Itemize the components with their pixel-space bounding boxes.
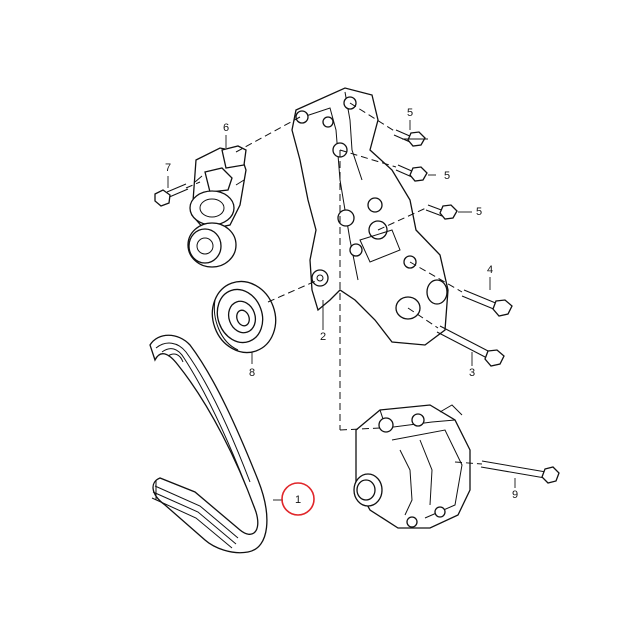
bracket-bolt-upper[interactable] (393, 129, 426, 147)
long-bolt-lower[interactable] (436, 325, 505, 367)
belt-callout-highlight-circle (281, 482, 315, 516)
poly-v-belt[interactable] (149, 334, 268, 554)
idler-pulley[interactable] (203, 273, 286, 362)
callout-idler-pulley[interactable]: 8 (249, 367, 255, 379)
callout-bolt-lower[interactable]: 3 (469, 367, 475, 379)
callout-tensioner-bolt[interactable]: 7 (165, 162, 171, 174)
alternator[interactable] (353, 404, 471, 529)
belt-tensioner[interactable] (187, 145, 247, 268)
assembly-lines (185, 102, 483, 465)
callout-bolt-b[interactable]: 5 (444, 170, 450, 182)
callout-alternator-bolt[interactable]: 9 (512, 489, 518, 501)
callout-tensioner[interactable]: 6 (223, 122, 229, 134)
bracket-bolt-middle[interactable] (395, 164, 428, 182)
callout-bolt-middle[interactable]: 4 (487, 264, 493, 276)
leader-lines (167, 135, 516, 501)
callout-belt[interactable]: 1 (295, 494, 301, 506)
bracket-bolt-lower[interactable] (425, 204, 458, 220)
callout-bracket[interactable]: 2 (320, 331, 326, 343)
alternator-bolt[interactable] (480, 460, 560, 484)
mounting-bracket[interactable] (291, 87, 449, 346)
long-bolt-middle[interactable] (461, 289, 513, 317)
tensioner-bolt[interactable] (154, 183, 189, 207)
callout-bolt-c[interactable]: 5 (476, 206, 482, 218)
callout-bolt-a[interactable]: 5 (407, 107, 413, 119)
